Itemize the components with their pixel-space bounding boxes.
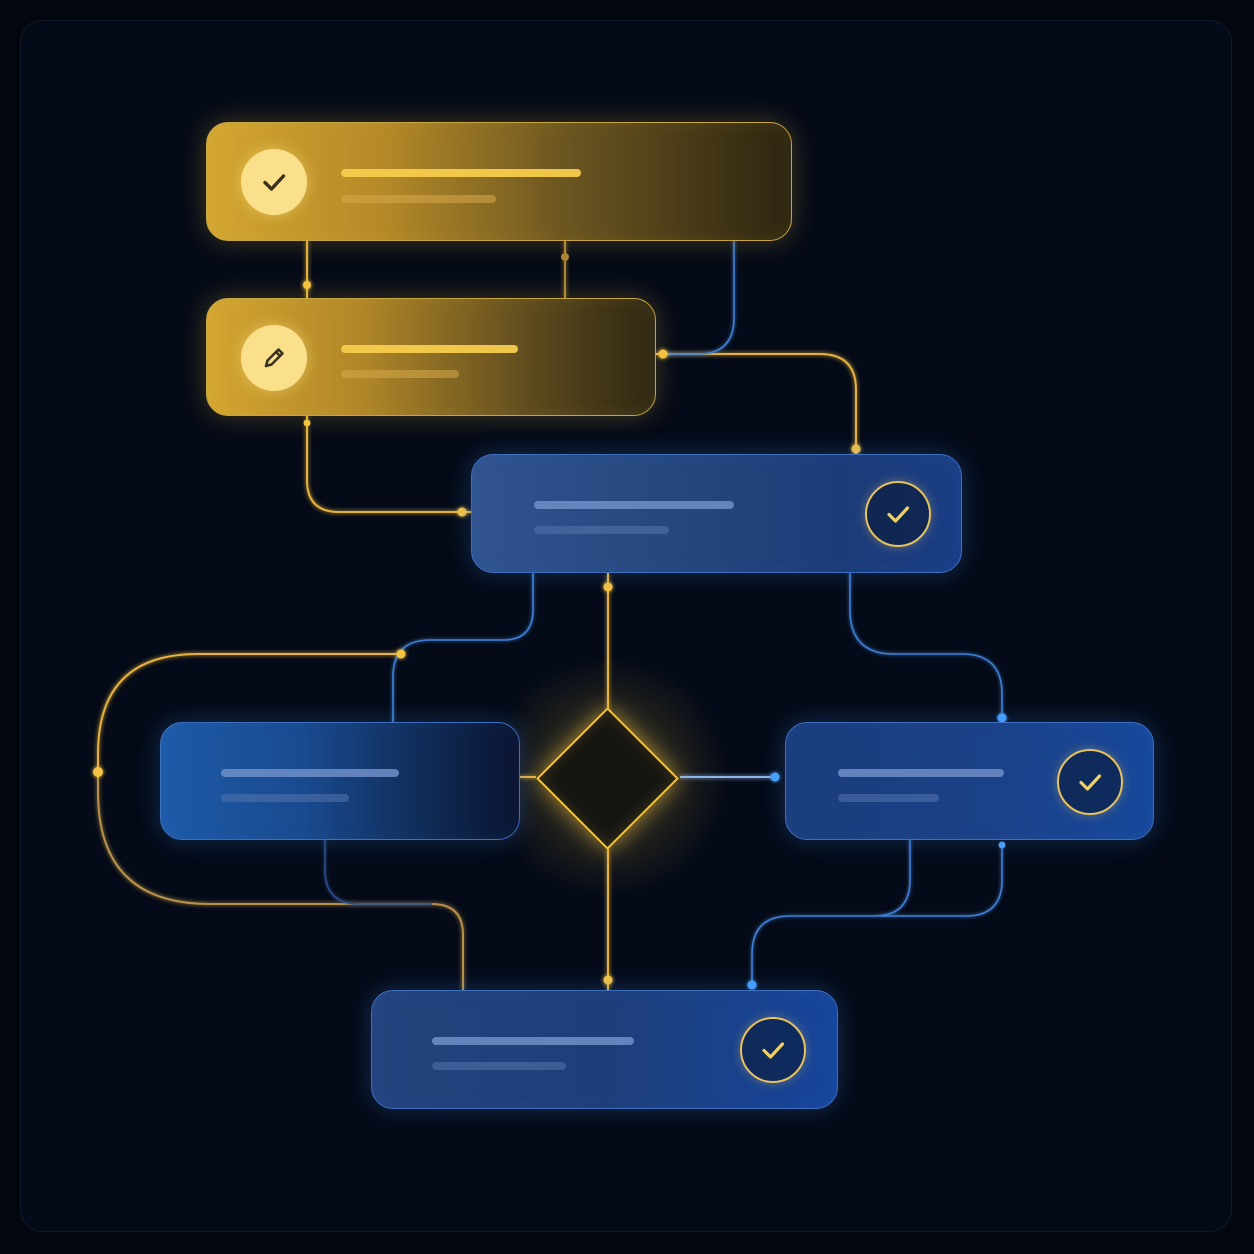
blue-connectors [324, 241, 1003, 986]
text-placeholder-line [341, 169, 581, 177]
connector-4-6 [324, 840, 432, 905]
flow-node-4[interactable] [160, 722, 520, 840]
check-icon [740, 1017, 806, 1083]
connector-5-6b [880, 846, 1003, 917]
flow-node-2[interactable] [206, 298, 656, 416]
loop-connector-bottom [97, 772, 464, 990]
text-placeholder-line [432, 1037, 634, 1045]
dot [303, 281, 311, 289]
check-icon [241, 149, 307, 215]
connector-2-3b [656, 353, 857, 454]
text-placeholder-line [221, 769, 399, 777]
text-placeholder-line [838, 769, 1004, 777]
dot [770, 772, 780, 782]
dot [658, 349, 668, 359]
text-placeholder-line [534, 526, 669, 534]
flow-node-5[interactable] [785, 722, 1154, 840]
connector-2-3 [306, 416, 471, 513]
text-placeholder-line [534, 501, 734, 509]
connector-dots [93, 253, 1007, 990]
text-placeholder-line [838, 794, 939, 802]
flow-node-6[interactable] [371, 990, 838, 1109]
connector-3-4 [392, 573, 534, 722]
connector-1-side [664, 241, 735, 355]
text-placeholder-line [341, 370, 459, 378]
connector-3-5 [849, 573, 1003, 718]
dot [747, 980, 757, 990]
dot [997, 713, 1007, 723]
check-icon [865, 481, 931, 547]
dot [93, 767, 103, 777]
connector-5-6 [751, 840, 911, 986]
dot [603, 582, 613, 592]
flow-node-1[interactable] [206, 122, 792, 241]
dot [851, 444, 861, 454]
dot [561, 253, 569, 261]
text-placeholder-line [341, 195, 496, 203]
dot [998, 841, 1006, 849]
gold-connectors [97, 241, 857, 990]
flow-node-3[interactable] [471, 454, 962, 573]
dot [396, 649, 406, 659]
loop-connector-top [97, 653, 401, 772]
text-placeholder-line [221, 794, 349, 802]
text-placeholder-line [432, 1062, 566, 1070]
text-placeholder-line [341, 345, 518, 353]
dot [603, 975, 613, 985]
dot [303, 419, 311, 427]
check-icon [1057, 749, 1123, 815]
pencil-icon [241, 325, 307, 391]
dot [457, 507, 467, 517]
